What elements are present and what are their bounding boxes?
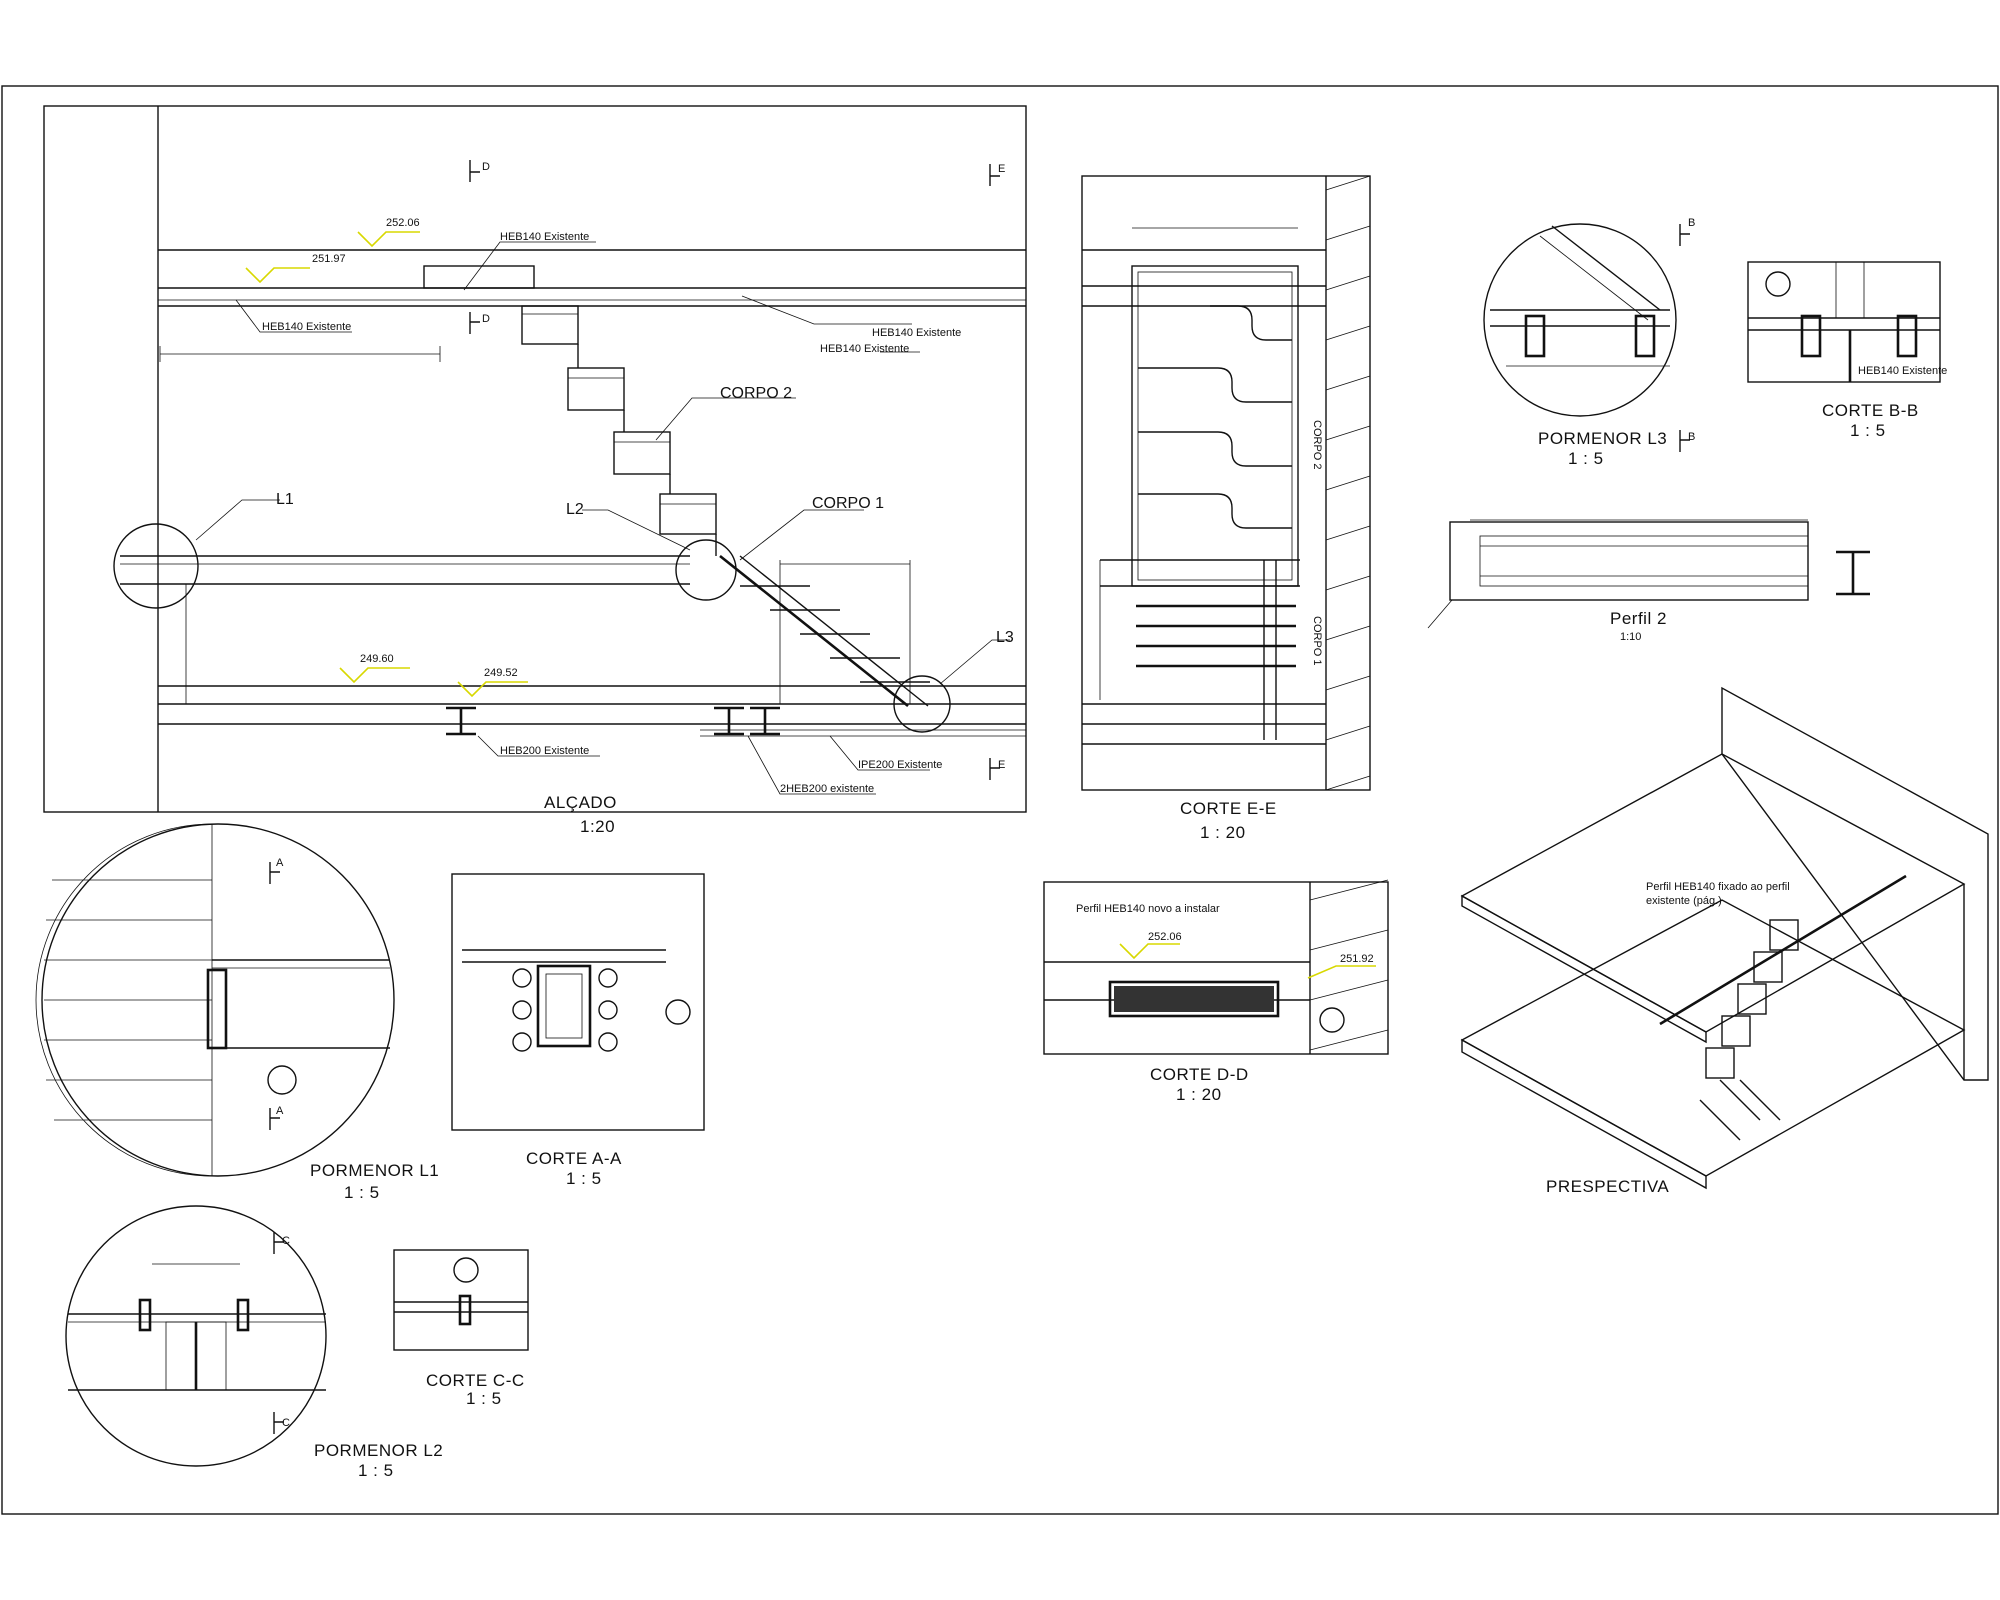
corte-ee-title: CORTE E-E: [1180, 799, 1277, 818]
corte-cc-view: CORTE C-C 1 : 5: [393, 1249, 529, 1408]
porvenor-l2-title: PORMENOR L2: [314, 1441, 443, 1460]
corte-aa-view: CORTE A-A 1 : 5: [451, 873, 705, 1188]
corte-bb-title: CORTE B-B: [1822, 401, 1919, 420]
detail-circle-l1: [113, 523, 199, 609]
cut-e-bottom: E: [998, 759, 1005, 771]
corpo2-label: CORPO 2: [720, 385, 792, 402]
perfil-title: Perfil 2: [1610, 609, 1667, 628]
corte-aa-scale: 1 : 5: [566, 1169, 602, 1188]
l2-cut-c-bottom: C: [282, 1417, 290, 1429]
corte-bb-ref: HEB140 Existente: [1858, 365, 1947, 377]
corte-bb-scale: 1 : 5: [1850, 421, 1886, 440]
ref-heb140-existente-d: HEB140 Existente: [872, 327, 961, 339]
l3-label: L3: [996, 629, 1014, 646]
sheet-frame: [1, 85, 1999, 1515]
corpo1-label: CORPO 1: [812, 495, 884, 512]
porvenor-l1-scale: 1 : 5: [344, 1183, 380, 1202]
ref-heb200-existente: HEB200 Existente: [500, 745, 589, 757]
detail-circle-l3: [893, 675, 951, 733]
l3-cut-b-top: B: [1688, 217, 1695, 229]
porvenor-l3-view: B B PORMENOR L3 1 : 5: [1483, 217, 1695, 468]
ref-ipe200-existente: IPE200 Existente: [858, 759, 942, 771]
corte-ee-view: CORPO 2 CORPO 1 CORTE E-E 1 : 20: [1081, 175, 1371, 842]
ref-heb140-existente-b: HEB140 Existente: [262, 321, 351, 333]
porvenor-l1-view: A A PORMENOR L1 1 : 5: [35, 823, 439, 1202]
l1-label: L1: [276, 491, 294, 508]
alcado-title: ALÇADO: [544, 793, 617, 812]
corte-cc-scale: 1 : 5: [466, 1389, 502, 1408]
prespectiva-title: PRESPECTIVA: [1546, 1177, 1669, 1196]
l1-cut-a-top: A: [276, 857, 284, 869]
detail-circle-l2: [675, 539, 737, 601]
corte-dd-view: Perfil HEB140 novo a instalar 252.06 251…: [1043, 879, 1389, 1104]
l3-cut-b-bottom: B: [1688, 431, 1695, 443]
prespectiva-note-1: Perfil HEB140 fixado ao perfil: [1646, 881, 1790, 893]
cut-d-top: D: [482, 161, 490, 173]
level-top-a: 251.97: [312, 253, 346, 265]
l2-label: L2: [566, 501, 584, 518]
corte-aa-title: CORTE A-A: [526, 1149, 622, 1168]
corte-cc-title: CORTE C-C: [426, 1371, 525, 1390]
corte-dd-scale: 1 : 20: [1176, 1085, 1222, 1104]
corte-ee-corpo2: CORPO 2: [1311, 420, 1323, 470]
level-top-b: 252.06: [386, 217, 420, 229]
corte-dd-title: CORTE D-D: [1150, 1065, 1249, 1084]
corte-dd-level-a: 252.06: [1148, 931, 1182, 943]
ref-heb140-existente: HEB140 Existente: [500, 231, 589, 243]
level-bot-a: 249.60: [360, 653, 394, 665]
ref-heb140-existente-c: HEB140 Existente: [820, 343, 909, 355]
l2-cut-c-top: C: [282, 1235, 290, 1247]
porvenor-l2-scale: 1 : 5: [358, 1461, 394, 1480]
perfil-scale: 1:10: [1620, 631, 1641, 643]
prespectiva-note-2: existente (pág.): [1646, 895, 1722, 907]
corte-ee-scale: 1 : 20: [1200, 823, 1246, 842]
porvenor-l3-scale: 1 : 5: [1568, 449, 1604, 468]
alcado-scale: 1:20: [580, 817, 615, 836]
cut-d-mid: D: [482, 313, 490, 325]
alcado-frame: [43, 105, 1027, 813]
corte-dd-level-b: 251.92: [1340, 953, 1374, 965]
corte-dd-note: Perfil HEB140 novo a instalar: [1076, 903, 1220, 915]
porvenor-l2-view: C C PORMENOR L2 1 : 5: [65, 1205, 443, 1480]
porvenor-l1-title: PORMENOR L1: [310, 1161, 439, 1180]
alcado-view: CORPO 2 CORPO 1 L1 L2 L3 251.97 252.06 2…: [43, 105, 1027, 836]
corte-bb-view: HEB140 Existente CORTE B-B 1 : 5: [1747, 261, 1947, 440]
l1-cut-a-bottom: A: [276, 1105, 284, 1117]
prespectiva-view: Perfil HEB140 fixado ao perfil existente…: [1460, 686, 1989, 1196]
porvenor-l3-title: PORMENOR L3: [1538, 429, 1667, 448]
perfil-view: Perfil 2 1:10: [1427, 519, 1870, 643]
cut-e-top: E: [998, 163, 1005, 175]
corte-ee-corpo1: CORPO 1: [1311, 616, 1323, 666]
level-bot-b: 249.52: [484, 667, 518, 679]
ref-2heb200-existente: 2HEB200 existente: [780, 783, 874, 795]
